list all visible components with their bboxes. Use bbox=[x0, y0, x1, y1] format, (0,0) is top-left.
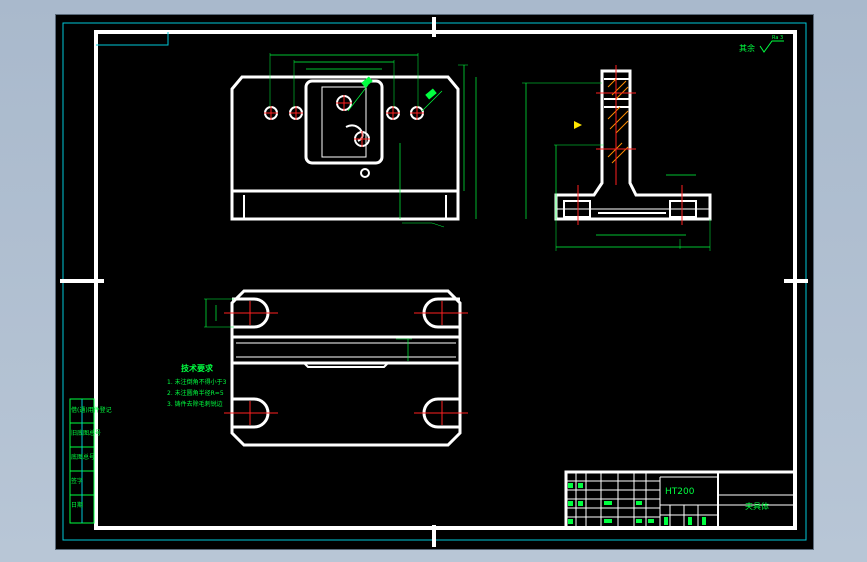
roughness-value: Ra 3 bbox=[772, 35, 783, 41]
side-label-table bbox=[69, 398, 95, 524]
tech-req-item-1: 1. 未注倒角不得小于3 bbox=[167, 378, 227, 386]
tech-req-item-3: 3. 铸件去除毛刺锐边 bbox=[167, 400, 223, 408]
roughness-note: 其余 bbox=[739, 43, 755, 53]
tech-req-item-2: 2. 未注圆角半径R=5 bbox=[167, 389, 224, 397]
side-label-2: 底图总号 bbox=[71, 453, 95, 461]
corner-cell bbox=[96, 32, 169, 46]
outer-frame bbox=[62, 22, 807, 541]
side-view bbox=[522, 65, 712, 251]
cad-drawing: 借(通)用件登记 旧底图总号 底图总号 签字 日期 其余 Ra 3 bbox=[60, 17, 808, 547]
centering-marks bbox=[60, 17, 808, 547]
top-view bbox=[204, 289, 468, 447]
title-block-drawing-name: 夹具体 bbox=[745, 501, 769, 511]
title-block-material: HT200 bbox=[665, 487, 695, 497]
side-label-3: 签字 bbox=[71, 477, 83, 485]
side-label-0: 借(通)用件登记 bbox=[71, 406, 112, 414]
side-label-1: 旧底图总号 bbox=[71, 429, 101, 437]
title-block bbox=[564, 470, 797, 530]
roughness-symbol bbox=[759, 40, 784, 53]
side-label-4: 日期 bbox=[71, 501, 83, 509]
front-view bbox=[230, 53, 477, 228]
tech-req-title: 技术要求 bbox=[181, 363, 214, 373]
inner-border bbox=[94, 30, 797, 530]
cad-viewport[interactable]: 借(通)用件登记 旧底图总号 底图总号 签字 日期 其余 Ra 3 bbox=[55, 14, 814, 550]
